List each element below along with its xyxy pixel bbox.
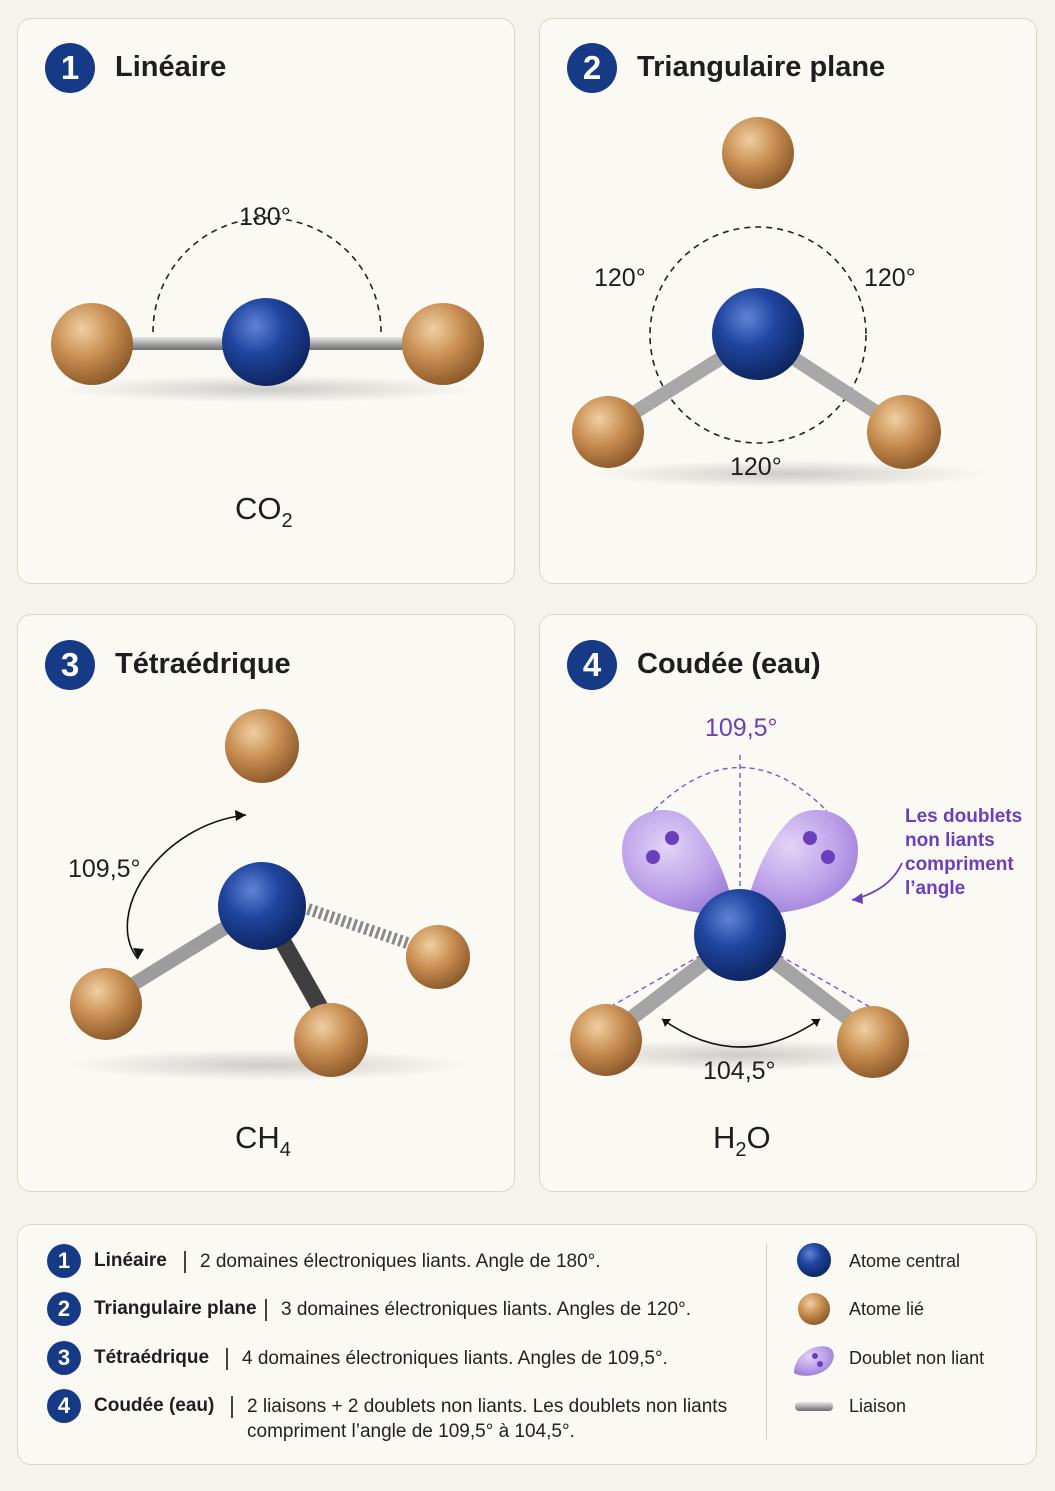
bonded-atom <box>225 709 299 783</box>
bonded-atom <box>867 395 941 469</box>
angle-label: 109,5° <box>68 855 141 883</box>
legend-separator <box>184 1251 186 1273</box>
legend-key-icons <box>794 1243 834 1411</box>
trigonal-molecule-diagram <box>572 117 990 488</box>
legend-key-label: Liaison <box>849 1396 907 1416</box>
bonded-atom <box>406 925 470 989</box>
legend-separator <box>265 1299 267 1321</box>
molecule-formula: H2O <box>713 1120 771 1161</box>
panel-linear: 1 Linéaire 180° CO2 <box>17 18 515 584</box>
bonded-atom <box>570 1004 642 1076</box>
central-atom <box>218 862 306 950</box>
legend-row-desc: 2 liaisons + 2 doublets non liants. Les … <box>247 1396 728 1417</box>
panel-number-badge: 3 <box>45 640 95 690</box>
bonded-atom-icon <box>798 1293 830 1325</box>
molecule-formula: CH4 <box>235 1120 291 1161</box>
legend-key-label: Atome lié <box>849 1299 925 1319</box>
legend-row-name: Coudée (eau) <box>94 1395 215 1416</box>
bonded-atom <box>572 396 644 468</box>
panel-bent: 4 Coudée (eau) 109,5° 104,5° Les doublet… <box>539 614 1037 1192</box>
panel-tetrahedral: 3 Tétraédrique 109,5° CH4 <box>17 614 515 1192</box>
legend-key-label: Atome central <box>849 1251 961 1271</box>
lone-pair-lobe <box>745 810 858 915</box>
legend-row-name: Linéaire <box>94 1250 167 1271</box>
angle-arrow <box>126 814 247 960</box>
legend-row-desc: 3 domaines électroniques liants. Angles … <box>281 1299 692 1320</box>
panel-number-badge: 4 <box>567 640 617 690</box>
central-atom <box>712 288 804 380</box>
legend-key-label: Doublet non liant <box>849 1348 985 1368</box>
bonded-atom <box>70 968 142 1040</box>
angle-label: 120° <box>864 264 916 292</box>
legend-row-name: Triangulaire plane <box>94 1298 257 1319</box>
angle-label: 109,5° <box>705 714 778 742</box>
legend-separator <box>226 1348 228 1370</box>
h2o-molecule-diagram <box>550 755 930 1078</box>
legend-number-badge: 2 <box>47 1292 81 1326</box>
ch4-molecule-diagram <box>68 709 470 1081</box>
panel-title: Coudée (eau) <box>637 648 821 680</box>
bonded-atom <box>402 303 484 385</box>
legend-row-desc: 2 domaines électroniques liants. Angle d… <box>200 1251 601 1272</box>
legend-row-desc-continued: compriment l’angle de 109,5° à 104,5°. <box>247 1421 575 1442</box>
bonded-atom <box>722 117 794 189</box>
legend-number-badge: 3 <box>47 1341 81 1375</box>
bond-icon <box>795 1402 833 1411</box>
central-atom <box>222 298 310 386</box>
legend-divider <box>766 1243 767 1439</box>
central-atom-icon <box>797 1243 831 1277</box>
panel-number-badge: 2 <box>567 43 617 93</box>
panel-trigonal-planar: 2 Triangulaire plane 120° 120° 120° <box>539 18 1037 584</box>
lone-pair-lobe <box>622 810 735 915</box>
angle-label: 104,5° <box>703 1057 776 1085</box>
panel-number-badge: 1 <box>45 43 95 93</box>
lone-pair-note: Les doublets non liants compriment l’ang… <box>905 806 1023 899</box>
legend-row-name: Tétraédrique <box>94 1347 210 1368</box>
angle-label: 120° <box>730 453 782 481</box>
hashed-bond <box>306 903 418 952</box>
bonded-atom <box>294 1003 368 1077</box>
legend-panel: 1 Linéaire 2 domaines électroniques lian… <box>17 1224 1037 1465</box>
bonded-atom <box>51 303 133 385</box>
legend-separator <box>231 1396 233 1418</box>
panel-title: Tétraédrique <box>115 648 291 680</box>
angle-label: 180° <box>239 203 291 231</box>
co2-molecule-diagram <box>51 217 484 403</box>
angle-label: 120° <box>594 264 646 292</box>
bonded-atom <box>837 1006 909 1078</box>
angle-arrow <box>661 1018 821 1048</box>
legend-row-desc: 4 domaines électroniques liants. Angles … <box>242 1348 668 1369</box>
lone-pair-icon <box>794 1346 834 1376</box>
angle-arc <box>152 217 382 333</box>
panel-title: Triangulaire plane <box>637 51 886 83</box>
legend-number-badge: 1 <box>47 1244 81 1278</box>
panel-title: Linéaire <box>115 51 227 83</box>
legend-number-badge: 4 <box>47 1389 81 1423</box>
molecule-formula: CO2 <box>235 491 293 532</box>
central-atom <box>694 889 786 981</box>
